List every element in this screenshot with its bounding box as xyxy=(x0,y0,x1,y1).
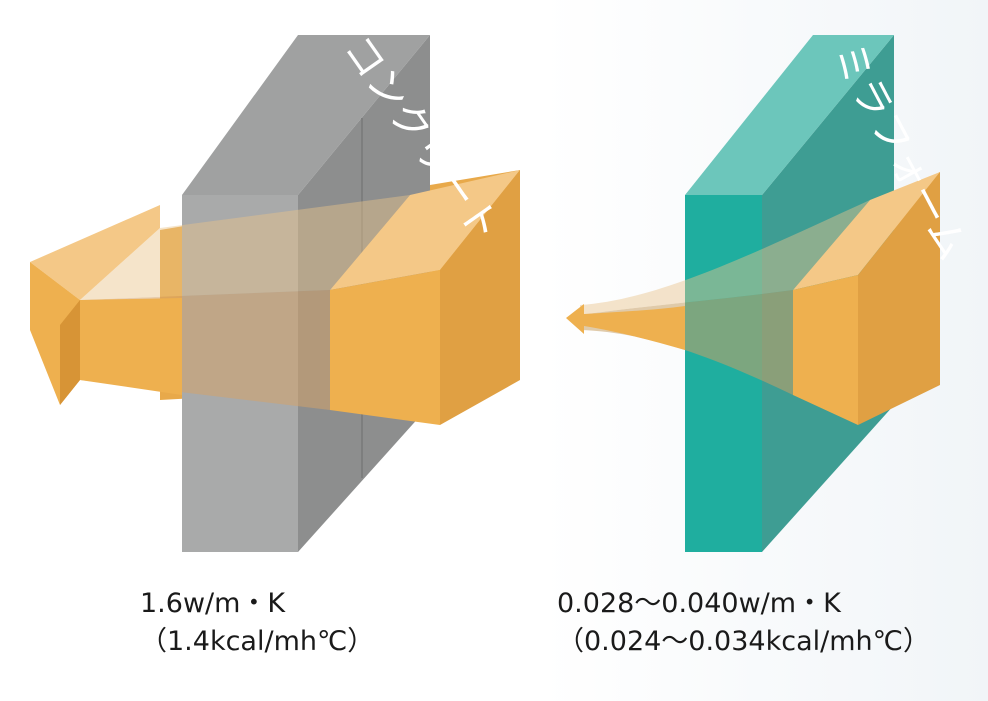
concrete-heat-arrow-through-top xyxy=(80,195,410,300)
mirafoam-heat-arrow-front xyxy=(793,275,858,425)
concrete-heat-arrowhead-shade xyxy=(60,300,80,405)
concrete-heat-arrow-top xyxy=(330,170,520,290)
concrete-conductivity-caption: 1.6w/m・K （1.4kcal/mh℃） xyxy=(140,585,374,661)
mirafoam-heat-arrow-top xyxy=(793,172,940,290)
mirafoam-heat-arrowhead xyxy=(566,304,584,334)
mirafoam-conductivity-si: 0.028～0.040w/m・K xyxy=(557,588,841,619)
concrete-wall-top xyxy=(182,35,430,195)
concrete-heat-arrow-front-body xyxy=(80,298,182,395)
mirafoam-conductivity-kcal: （0.024～0.034kcal/mh℃） xyxy=(557,626,930,657)
concrete-group: コンクリート xyxy=(30,27,520,552)
mirafoam-heat-arrow-front-thin xyxy=(584,306,685,350)
mirafoam-wall-front xyxy=(685,195,762,552)
concrete-conductivity-si: 1.6w/m・K xyxy=(140,588,286,619)
mirafoam-heat-arrow-side xyxy=(858,172,940,425)
mirafoam-heat-arrow-through-top xyxy=(580,200,870,315)
concrete-heat-arrow-side xyxy=(440,170,520,425)
concrete-heat-arrow-front xyxy=(330,270,440,425)
mirafoam-conductivity-caption: 0.028～0.040w/m・K （0.024～0.034kcal/mh℃） xyxy=(557,585,930,661)
mirafoam-group: ミラフォーム xyxy=(566,35,976,552)
mirafoam-wall-top xyxy=(685,35,894,195)
concrete-heat-arrowhead-top xyxy=(30,205,160,300)
concrete-conductivity-kcal: （1.4kcal/mh℃） xyxy=(140,626,375,657)
